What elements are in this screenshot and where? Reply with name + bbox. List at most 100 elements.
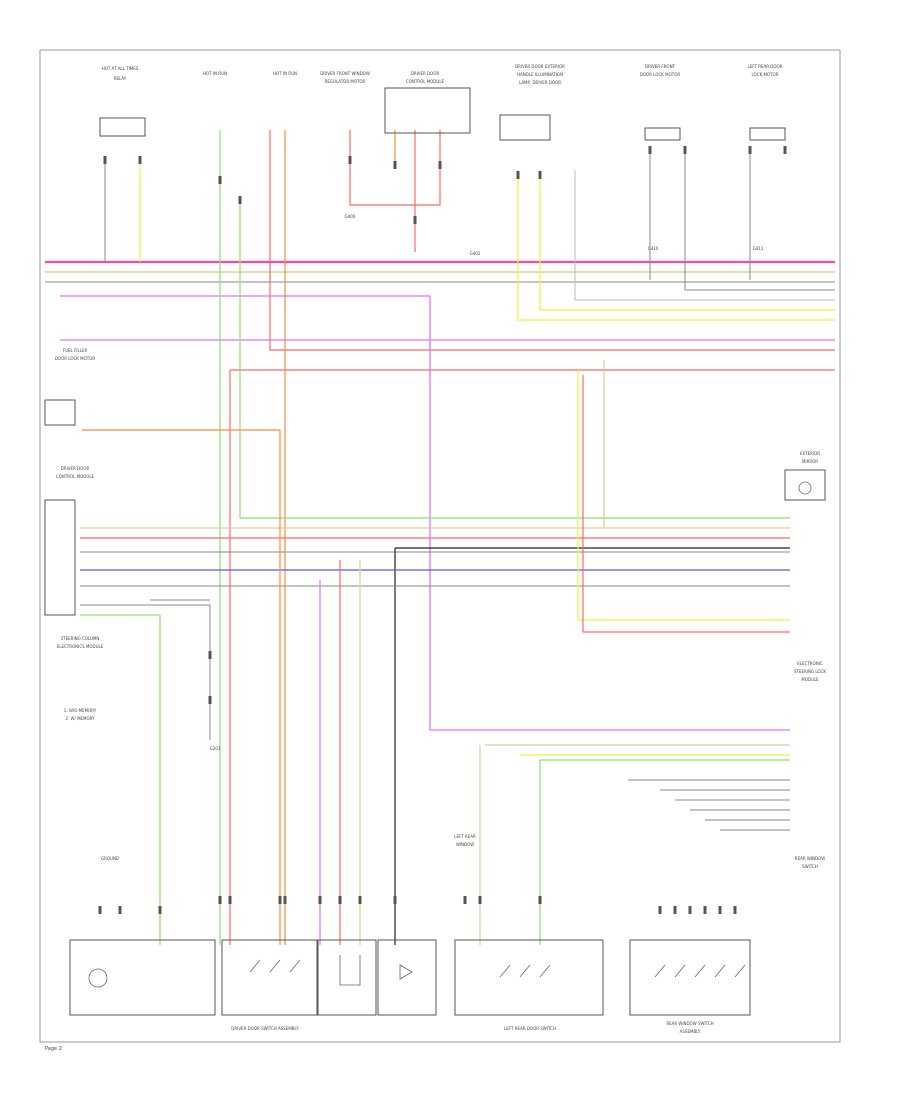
- switch-contact: [499, 964, 511, 978]
- wires-layer: [45, 130, 835, 945]
- diagram-label: LOCK MOTOR: [752, 72, 779, 77]
- wire-red: [269, 130, 835, 351]
- connector-pin: [438, 161, 442, 169]
- wire-green: [80, 614, 161, 945]
- connector-pin: [238, 196, 242, 204]
- switch-contact: [734, 964, 746, 978]
- switch-contact: [674, 964, 686, 978]
- diagram-label: ELECTRONICS MODULE: [57, 644, 104, 649]
- connector-pin: [648, 146, 652, 154]
- diagram-label: G201: [210, 746, 221, 751]
- switch-contact: [694, 964, 706, 978]
- connector-pin: [683, 146, 687, 154]
- switch-contact: [539, 964, 551, 978]
- wire-green: [239, 200, 790, 519]
- lock-actuator-symbol: [339, 955, 361, 986]
- diagram-label: HOT IN RUN: [273, 71, 297, 76]
- diagram-label: GROUND: [101, 856, 119, 861]
- diagram-label: DRIVER FRONT: [645, 64, 676, 69]
- switch-contact: [714, 964, 726, 978]
- component-box: [221, 939, 318, 1016]
- connector-pin: [348, 156, 352, 164]
- switch-symbols-layer: [88, 481, 812, 988]
- diagram-label: CONTROL MODULE: [56, 474, 95, 479]
- diagram-label: ASSEMBLY: [680, 1029, 701, 1034]
- component-box: [499, 114, 551, 141]
- diagram-label: CONTROL MODULE: [406, 79, 445, 84]
- connector-pin: [463, 896, 467, 904]
- diagram-label: 1: W/O MEMORY: [64, 708, 97, 713]
- connector-pin: [748, 146, 752, 154]
- diagram-label: HOT AT ALL TIMES: [102, 66, 139, 71]
- connector-pin: [208, 651, 212, 659]
- diagram-label: DRIVER DOOR: [411, 71, 440, 76]
- diagram-label: REGULATOR MOTOR: [325, 79, 366, 84]
- connector-pin: [703, 906, 707, 914]
- component-box: [44, 499, 76, 616]
- diagram-label: MODULE: [801, 677, 819, 682]
- diagram-label: STEERING LOCK: [794, 669, 826, 674]
- wire-yellow: [517, 170, 835, 321]
- diagram-label: FUEL FILLER: [63, 348, 88, 353]
- diagram-label: ELECTRONIC: [797, 661, 823, 666]
- component-box: [44, 399, 76, 426]
- connector-pin: [718, 906, 722, 914]
- diagram-label: DOOR LOCK MOTOR: [55, 356, 96, 361]
- diagram-label: DRIVER DOOR SWITCH ASSEMBLY: [231, 1026, 299, 1031]
- connector-pin: [208, 696, 212, 704]
- component-box: [69, 939, 216, 1016]
- diagram-label: LEFT REAR DOOR SWITCH: [504, 1026, 556, 1031]
- component-box: [384, 87, 471, 134]
- connector-pin: [688, 906, 692, 914]
- diagram-label: SWITCH: [802, 864, 818, 869]
- diagram-label: EXTERIOR: [800, 451, 820, 456]
- connector-pin: [118, 906, 122, 914]
- diagram-label: REAR WINDOW: [795, 856, 825, 861]
- wire-gray: [684, 150, 835, 291]
- diagram-label: G411: [753, 246, 764, 251]
- wire-red: [582, 375, 790, 633]
- connector-pin: [318, 896, 322, 904]
- component-box: [99, 117, 146, 137]
- connector-pin: [278, 896, 282, 904]
- component-box: [629, 939, 751, 1016]
- connector-pin: [413, 216, 417, 224]
- component-box: [377, 939, 437, 1016]
- switch-contact: [249, 959, 261, 973]
- connector-pin: [98, 906, 102, 914]
- diagram-label: HANDLE ILLUMINATION: [517, 72, 563, 77]
- switch-contact: [269, 959, 281, 973]
- wire-violet: [60, 295, 790, 731]
- diagram-frame: [39, 49, 841, 1043]
- connector-pin: [393, 161, 397, 169]
- connector-pins-layer: [98, 146, 787, 914]
- connector-pin: [338, 896, 342, 904]
- diagram-label: DRIVER DOOR EXTERIOR: [515, 64, 565, 69]
- diagram-label: G410: [648, 246, 659, 251]
- wire-lightgray: [574, 170, 835, 301]
- connector-pin: [103, 156, 107, 164]
- wire-gray: [80, 604, 211, 740]
- wire-orange: [82, 429, 281, 945]
- diagram-label: RELAY: [114, 76, 127, 81]
- component-boxes-layer: [44, 87, 826, 1016]
- connector-pin: [673, 906, 677, 914]
- page-label: Page 2: [45, 1046, 62, 1052]
- diagram-label: LAMP, DRIVER DOOR: [519, 80, 561, 85]
- connector-pin: [158, 906, 162, 914]
- component-box: [749, 127, 786, 141]
- component-box: [454, 939, 604, 1016]
- connector-pin: [516, 171, 520, 179]
- connector-pin: [538, 896, 542, 904]
- connector-pin: [283, 896, 287, 904]
- diagram-label: DRIVER FRONT WINDOW: [320, 71, 370, 76]
- diagram-label: DOOR LOCK MOTOR: [640, 72, 681, 77]
- module-triangle-symbol: [399, 964, 413, 980]
- connector-pin: [478, 896, 482, 904]
- mirror-motor-symbol: [798, 481, 812, 495]
- diagram-label: MIRROR: [802, 459, 818, 464]
- connector-pin: [783, 146, 787, 154]
